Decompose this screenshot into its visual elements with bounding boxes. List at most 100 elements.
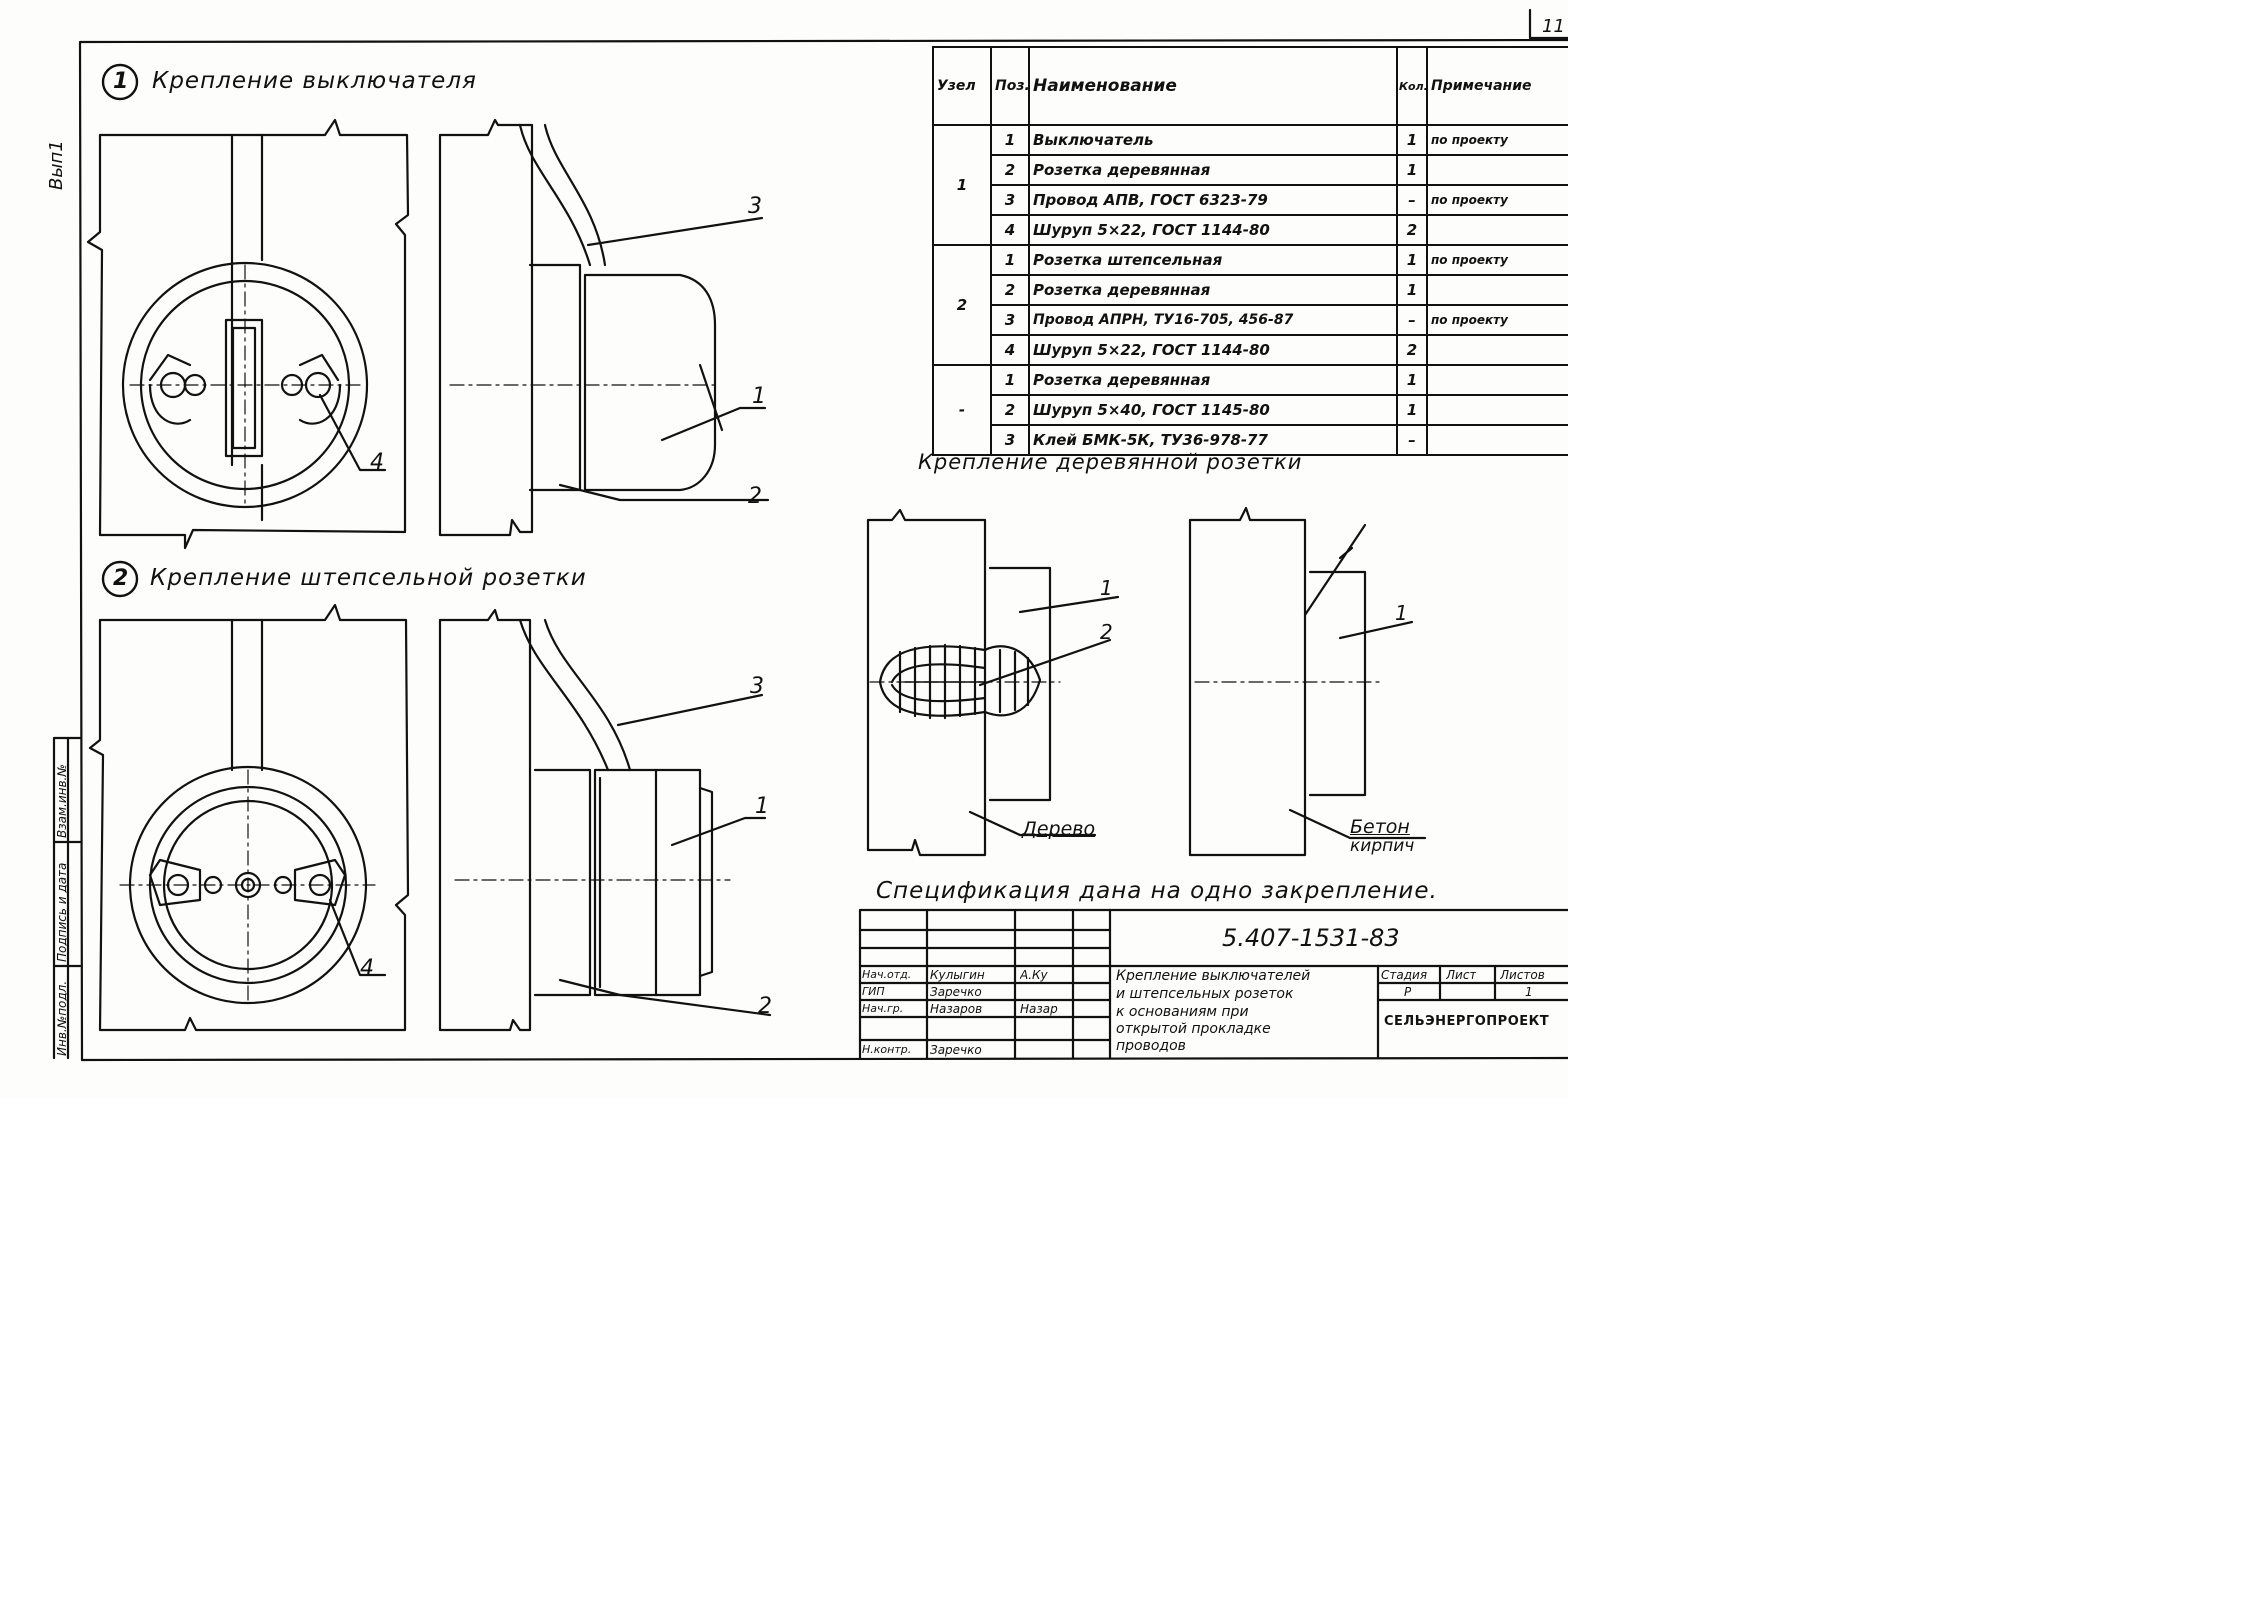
table-row: 4 Шуруп 5×22, ГОСТ 1144-80 2 bbox=[933, 214, 1568, 246]
qty-cell: – bbox=[1396, 184, 1428, 216]
qty-cell: 1 bbox=[1396, 394, 1428, 426]
table-row: 4 Шуруп 5×22, ГОСТ 1144-80 2 bbox=[933, 334, 1568, 366]
material-concrete: Бетон bbox=[1350, 816, 1410, 838]
tb-organization: СЕЛЬЭНЕРГОПРОЕКТ bbox=[1384, 1014, 1550, 1029]
group-node-cell: 1 bbox=[932, 124, 992, 246]
issue-mark: Вып1 bbox=[46, 140, 67, 190]
note-cell: по проекту bbox=[1426, 124, 1568, 156]
node1-side-view bbox=[438, 118, 770, 537]
node1-title: Крепление выключателя bbox=[152, 68, 477, 94]
signer-name: Кулыгин bbox=[930, 968, 985, 982]
header-qty: Кол. bbox=[1396, 46, 1428, 126]
qty-cell: 2 bbox=[1396, 334, 1428, 366]
name-cell: Провод АПВ, ГОСТ 6323-79 bbox=[1028, 184, 1398, 216]
spec-header-row: Узел Поз. Наименование Кол. Примечание bbox=[932, 46, 1568, 126]
spec-note: Спецификация дана на одно закрепление. bbox=[876, 878, 1438, 904]
margin-stamp-replace: Взам.инв.№ bbox=[55, 764, 69, 838]
table-row: 3 Провод АПВ, ГОСТ 6323-79 – по проекту bbox=[933, 184, 1568, 216]
node2-side-view bbox=[438, 608, 772, 1032]
note-cell bbox=[1426, 394, 1568, 426]
signer-name: Заречко bbox=[930, 1043, 982, 1057]
tb-stage-label: Стадия bbox=[1381, 968, 1428, 982]
callout-1-concrete: 1 bbox=[1395, 601, 1408, 625]
node1-front-view bbox=[86, 118, 410, 550]
concrete-detail bbox=[1188, 506, 1427, 857]
signer-name: Заречко bbox=[930, 985, 982, 999]
note-cell bbox=[1426, 334, 1568, 366]
node2-title: Крепление штепсельной розетки bbox=[150, 565, 587, 591]
qty-cell: 1 bbox=[1396, 124, 1428, 156]
node1-number-circle bbox=[101, 63, 139, 101]
corner-sheet-mark: 11 bbox=[1542, 16, 1565, 37]
table-row: 2 Шуруп 5×40, ГОСТ 1145-80 1 bbox=[933, 394, 1568, 426]
header-note: Примечание bbox=[1426, 46, 1568, 126]
name-cell: Розетка деревянная bbox=[1028, 154, 1398, 186]
callout-1-wood: 1 bbox=[1100, 576, 1113, 600]
pos-cell: 1 bbox=[990, 244, 1030, 276]
pos-cell: 4 bbox=[990, 214, 1030, 246]
qty-cell: 1 bbox=[1396, 274, 1428, 306]
name-cell: Шуруп 5×22, ГОСТ 1144-80 bbox=[1028, 214, 1398, 246]
tb-description-line1: Крепление выключателей bbox=[1116, 968, 1311, 984]
callout-2-wood: 2 bbox=[1100, 620, 1113, 644]
tb-description-line3: к основаниям при bbox=[1116, 1004, 1249, 1020]
wood-detail bbox=[866, 508, 1120, 857]
name-cell: Розетка деревянная bbox=[1028, 274, 1398, 306]
callout-4-node2: 4 bbox=[360, 956, 374, 981]
header-name: Наименование bbox=[1028, 46, 1398, 126]
name-cell: Провод АПРН, ТУ16-705, 456-87 bbox=[1028, 304, 1398, 336]
pos-cell: 2 bbox=[990, 154, 1030, 186]
pos-cell: 3 bbox=[990, 424, 1030, 456]
group-node-cell: 2 bbox=[932, 244, 992, 366]
margin-stamp-sign-date: Подпись и дата bbox=[55, 862, 69, 962]
tb-sheet-label: Лист bbox=[1446, 968, 1477, 982]
note-cell bbox=[1426, 424, 1568, 456]
callout-2-node2: 2 bbox=[758, 994, 772, 1019]
callout-2-node1: 2 bbox=[748, 484, 762, 509]
name-cell: Розетка штепсельная bbox=[1028, 244, 1398, 276]
tb-stage-value: Р bbox=[1404, 985, 1412, 999]
node1-number: 1 bbox=[113, 69, 129, 94]
qty-cell: – bbox=[1396, 424, 1428, 456]
name-cell: Шуруп 5×40, ГОСТ 1145-80 bbox=[1028, 394, 1398, 426]
callout-1-node1: 1 bbox=[752, 384, 766, 409]
callout-3-node1: 3 bbox=[748, 194, 762, 219]
callout-4-node1: 4 bbox=[370, 450, 384, 475]
note-cell bbox=[1426, 364, 1568, 396]
tb-description-line4: открытой прокладке bbox=[1116, 1021, 1271, 1037]
qty-cell: 1 bbox=[1396, 364, 1428, 396]
signer-role: ГИП bbox=[862, 985, 885, 998]
drawing-sheet: 11 Вып1 1 Крепление выключателя 2 Крепле… bbox=[0, 0, 1568, 1098]
title-block-frame bbox=[858, 908, 1568, 1060]
signer-sign: Назар bbox=[1020, 1002, 1058, 1016]
pos-cell: 4 bbox=[990, 334, 1030, 366]
wooden-socket-title: Крепление деревянной розетки bbox=[918, 450, 1303, 474]
name-cell: Шуруп 5×22, ГОСТ 1144-80 bbox=[1028, 334, 1398, 366]
qty-cell: 1 bbox=[1396, 154, 1428, 186]
group-node-cell: - bbox=[932, 364, 992, 456]
tb-sheets-label: Листов bbox=[1500, 968, 1545, 982]
table-row: 2 Розетка деревянная 1 bbox=[933, 274, 1568, 306]
node2-number: 2 bbox=[113, 566, 129, 591]
signer-role: Нач.гр. bbox=[862, 1002, 904, 1015]
table-row: 3 Провод АПРН, ТУ16-705, 456-87 – по про… bbox=[933, 304, 1568, 336]
spec-table: Узел Поз. Наименование Кол. Примечание 1… bbox=[932, 46, 1568, 456]
note-cell: по проекту bbox=[1426, 304, 1568, 336]
qty-cell: 2 bbox=[1396, 214, 1428, 246]
name-cell: Клей БМК-5К, ТУ36-978-77 bbox=[1028, 424, 1398, 456]
callout-3-node2: 3 bbox=[750, 674, 764, 699]
pos-cell: 1 bbox=[990, 124, 1030, 156]
pos-cell: 3 bbox=[990, 304, 1030, 336]
corner-bracket bbox=[1528, 8, 1568, 40]
table-row: - 1 Розетка деревянная 1 bbox=[932, 364, 1568, 456]
margin-stamp-inv: Инв.№подл. bbox=[55, 980, 69, 1056]
note-cell bbox=[1426, 154, 1568, 186]
name-cell: Выключатель bbox=[1028, 124, 1398, 156]
note-cell: по проекту bbox=[1426, 184, 1568, 216]
doc-code: 5.407-1531-83 bbox=[1222, 924, 1400, 952]
material-wood: Дерево bbox=[1022, 818, 1096, 840]
pos-cell: 2 bbox=[990, 394, 1030, 426]
header-pos: Поз. bbox=[990, 46, 1030, 126]
margin-stamp-frame bbox=[52, 736, 82, 1060]
qty-cell: – bbox=[1396, 304, 1428, 336]
